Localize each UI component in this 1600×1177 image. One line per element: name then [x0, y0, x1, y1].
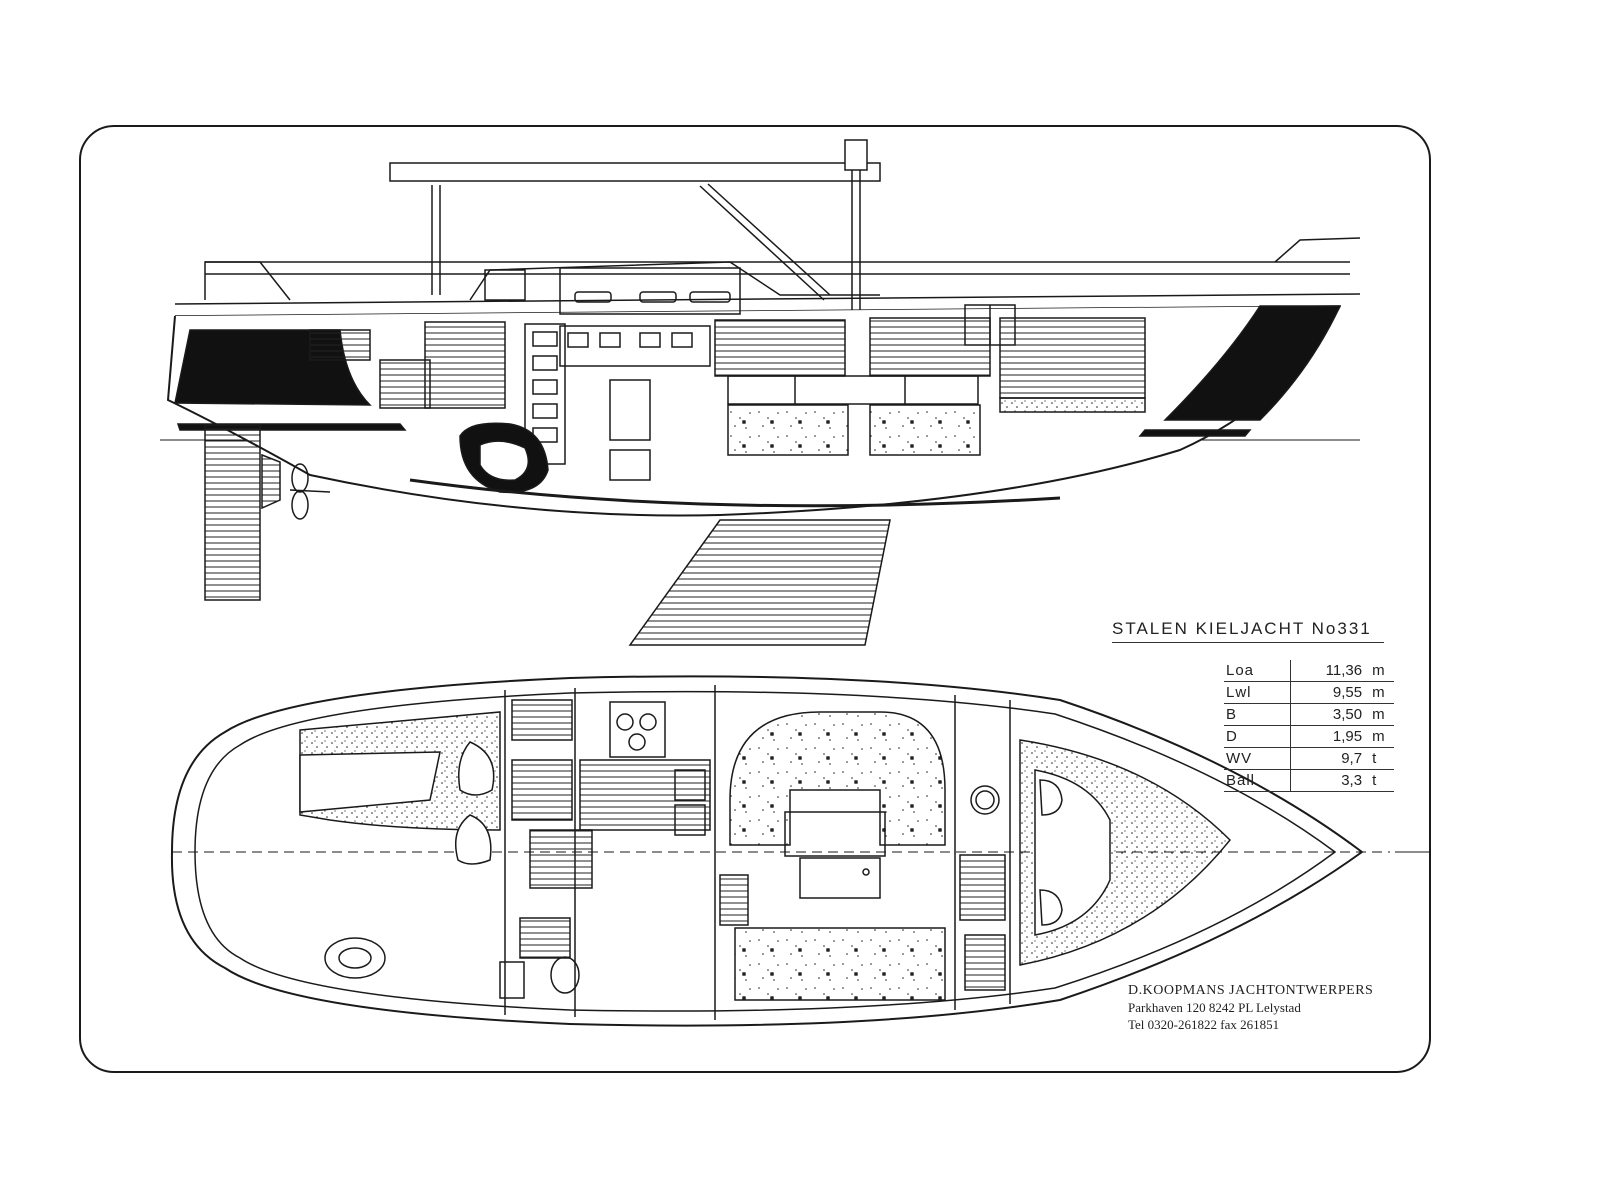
designer-name: D.KOOPMANS JACHTONTWERPERS [1128, 983, 1374, 998]
title-underline [1112, 642, 1384, 643]
spec-unit: m [1370, 681, 1394, 704]
spec-unit: m [1370, 725, 1394, 748]
spec-label: Lwl [1224, 681, 1291, 704]
hull-outline [170, 675, 1364, 1027]
spec-unit: m [1370, 703, 1394, 726]
spec-unit: m [1370, 660, 1394, 682]
spec-value: 9,55 [1289, 681, 1371, 704]
spec-value: 3,3 [1289, 769, 1371, 792]
spec-label: D [1224, 725, 1291, 748]
designer-address: Parkhaven 120 8242 PL Lelystad [1128, 1000, 1301, 1015]
spec-label: WV [1224, 747, 1291, 770]
spec-value: 11,36 [1289, 660, 1371, 682]
spec-value: 9,7 [1289, 747, 1371, 770]
plan-view [170, 675, 1390, 1027]
spec-label: B [1224, 703, 1291, 726]
spec-unit: t [1370, 747, 1394, 770]
drawing-frame [79, 125, 1431, 1073]
spec-label: Ball [1224, 769, 1291, 792]
drawing-title: STALEN KIELJACHT No331 [1112, 619, 1372, 638]
side-elevation [160, 139, 1361, 646]
spec-label: Loa [1224, 660, 1291, 682]
spec-unit: t [1370, 769, 1394, 792]
designer-contact: Tel 0320-261822 fax 261851 [1128, 1017, 1280, 1032]
spec-value: 1,95 [1289, 725, 1371, 748]
designer-credit: D.KOOPMANS JACHTONTWERPERS Parkhaven 120… [1128, 982, 1373, 1033]
keel [628, 519, 891, 646]
rudder [204, 424, 261, 601]
spec-value: 3,50 [1289, 703, 1371, 726]
